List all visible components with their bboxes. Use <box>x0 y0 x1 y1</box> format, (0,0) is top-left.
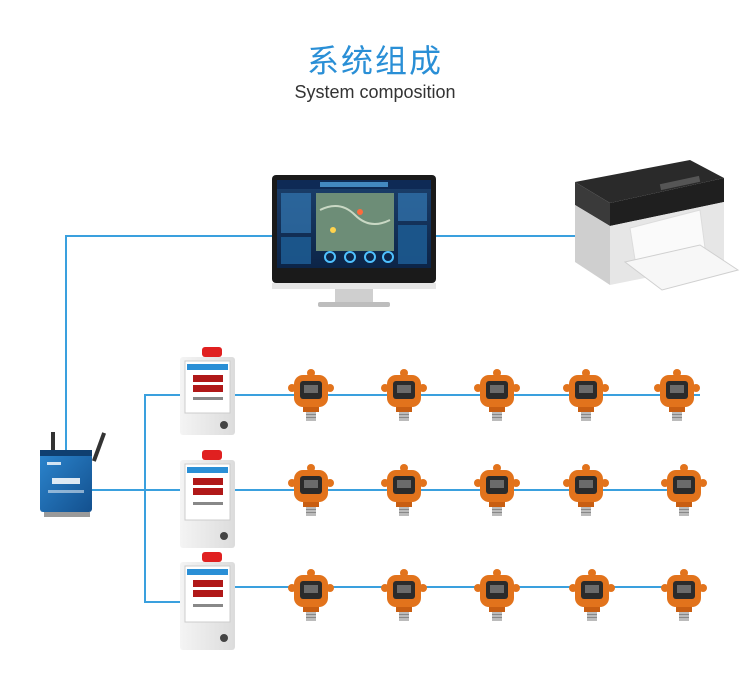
gas-detector-icon <box>661 464 707 516</box>
gas-detector-icon <box>474 569 520 621</box>
gas-detector-icon <box>288 464 334 516</box>
gas-detector-icon <box>288 369 334 421</box>
printer-icon <box>575 160 740 291</box>
gas-detector-icon <box>381 569 427 621</box>
gas-detector-icon <box>288 569 334 621</box>
gas-detector-icon <box>474 464 520 516</box>
gas-detector-icon <box>569 569 615 621</box>
wireless-gateway-icon <box>40 432 107 517</box>
desktop-monitor-icon <box>272 175 436 307</box>
connection-lines <box>65 235 700 603</box>
section-subtitle: System composition <box>294 82 456 102</box>
alarm-controller-icon <box>180 347 235 650</box>
gas-detector-row-3 <box>288 569 707 621</box>
gas-detector-icon <box>474 369 520 421</box>
gas-detector-icon <box>654 369 700 421</box>
gas-detector-icon <box>381 464 427 516</box>
gas-detector-icon <box>563 464 609 516</box>
section-title: 系统组成 <box>306 42 443 80</box>
gas-detector-icon <box>381 369 427 421</box>
gas-detector-icon <box>661 569 707 621</box>
gas-detector-icon <box>563 369 609 421</box>
